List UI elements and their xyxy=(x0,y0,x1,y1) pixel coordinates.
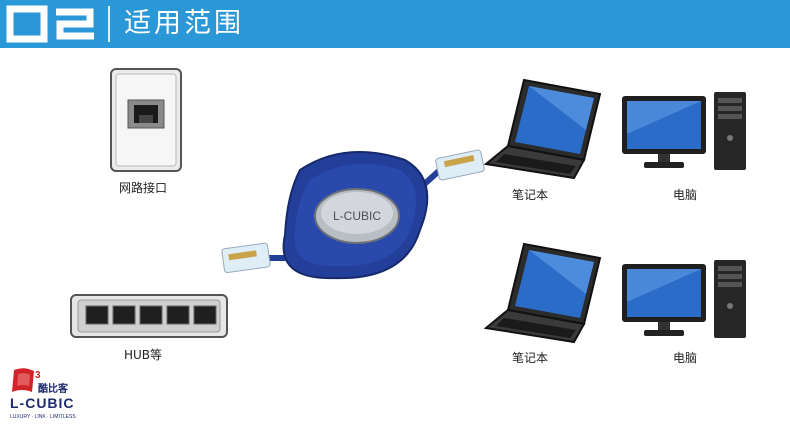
logo-badge-text: 3 xyxy=(35,370,41,381)
laptop-label: 笔记本 xyxy=(512,188,549,202)
section-title: 适用范围 xyxy=(124,8,244,39)
header-divider xyxy=(108,6,110,42)
laptop-icon xyxy=(484,242,602,344)
hub-label: HUB等 xyxy=(124,348,163,362)
laptop-icon xyxy=(484,78,602,180)
computer-label: 电脑 xyxy=(673,351,698,365)
computer-label: 电脑 xyxy=(673,188,698,202)
desktop-computer-icon xyxy=(622,260,746,338)
section-number: 02 xyxy=(6,5,94,43)
right-rj45-plug-icon xyxy=(417,149,485,191)
wall-port-label: 网路接口 xyxy=(119,181,168,195)
left-rj45-plug-icon xyxy=(221,242,287,274)
hub-icon xyxy=(70,294,228,338)
l-cubic-logo: 3 酷比客 L-CUBIC LUXURY · LINK · LIMITLESS xyxy=(10,368,76,420)
logo-tagline: LUXURY · LINK · LIMITLESS xyxy=(10,414,76,420)
logo-en-name: L-CUBIC xyxy=(10,395,75,411)
laptop-label: 笔记本 xyxy=(512,351,549,365)
section-header: 02 适用范围 xyxy=(0,0,790,48)
desktop-computer-icon xyxy=(622,92,746,170)
logo-cn-name: 酷比客 xyxy=(38,382,69,395)
reel-brand-text: L-CUBIC xyxy=(333,209,381,223)
wall-port-icon xyxy=(110,68,182,172)
retractable-cable-reel-icon: L-CUBIC xyxy=(221,149,485,280)
